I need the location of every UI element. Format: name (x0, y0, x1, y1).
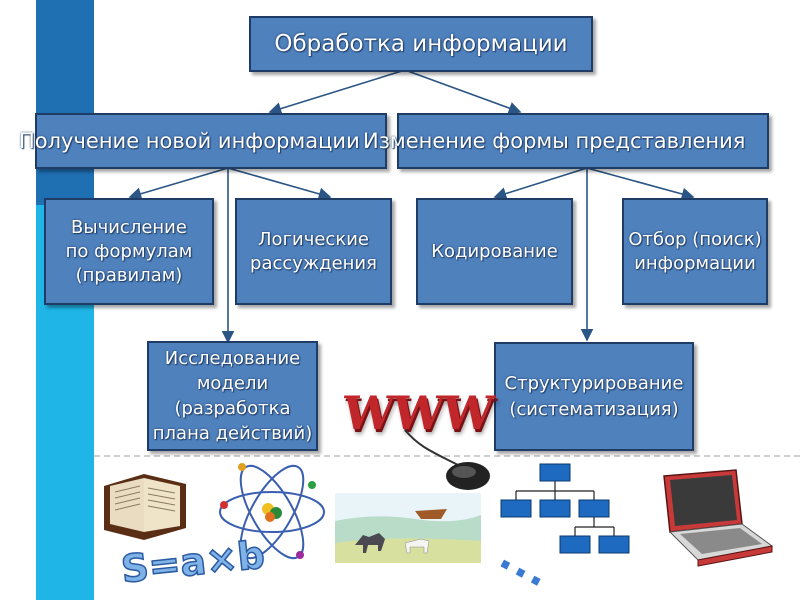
leaf-coding-label: Кодирование (431, 241, 558, 262)
leaf-search-box: Отбор (поиск) информации (622, 198, 768, 305)
branch-left-label: Получение новой информации (19, 129, 360, 153)
leaf-calc-label: Вычисление по формулам (правилам) (65, 216, 193, 286)
root-label: Обработка информации (274, 31, 568, 57)
laptop-icon (663, 469, 774, 567)
leaf-logic-box: Логические рассуждения (235, 198, 392, 305)
leaf-model-box: Исследование модели (разработка плана де… (147, 341, 318, 451)
arrow-right-coding (493, 167, 588, 200)
branch-right-box: Изменение формы представления (363, 113, 769, 169)
computer-mouse-icon (404, 429, 490, 490)
arrow-right-search (586, 167, 695, 201)
leaf-logic-label: Логические рассуждения (250, 228, 377, 274)
arrow-left-logic (227, 167, 332, 201)
branch-left-box: Получение новой информации (19, 113, 387, 169)
atom-icon (219, 463, 325, 560)
landscape-picture (335, 493, 481, 563)
leaf-struct-box: Структурирование (систематизация) (494, 342, 694, 451)
leaf-model-label: Исследование модели (разработка плана де… (152, 348, 313, 444)
leaf-struct-label: Структурирование (систематизация) (504, 372, 684, 420)
decor-band-dark (36, 0, 94, 205)
hierarchy-chart-icon (500, 463, 630, 554)
leaf-coding-box: Кодирование (416, 198, 573, 305)
book-icon (104, 474, 186, 540)
leaf-calc-box: Вычисление по формулам (правилам) (44, 198, 214, 305)
branch-right-label: Изменение формы представления (363, 129, 746, 153)
arrow-root-right (404, 69, 522, 115)
leaf-search-label: Отбор (поиск) информации (628, 228, 762, 274)
arrow-root-left (268, 69, 406, 115)
root-box: Обработка информации (249, 16, 593, 72)
divider-line (94, 455, 800, 457)
arrow-left-calc (128, 167, 229, 200)
